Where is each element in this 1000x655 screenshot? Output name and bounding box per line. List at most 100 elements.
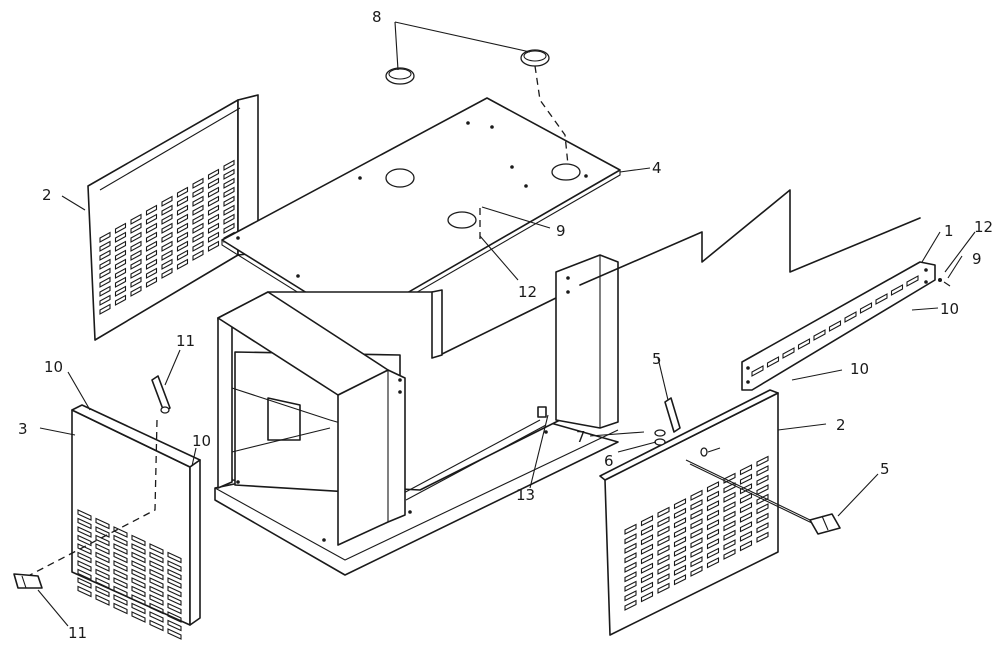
louver-slot — [113, 568, 128, 581]
louver-slot — [690, 489, 703, 501]
left-door-panel — [13, 375, 201, 640]
louver-slot — [130, 267, 142, 279]
callout-3: 3 — [18, 420, 28, 438]
louver-slot — [149, 551, 164, 564]
louver-slot — [114, 267, 127, 279]
louver-slot — [192, 213, 204, 225]
louvers-left-panel — [99, 159, 235, 315]
louver-slot — [739, 492, 753, 504]
louver-slot — [145, 276, 158, 288]
louver-slot — [167, 585, 182, 598]
louver-slot — [77, 517, 92, 530]
louver-slot — [828, 320, 842, 332]
louver-slot — [161, 204, 173, 216]
louver-slot — [673, 564, 687, 576]
louver-slot — [207, 231, 220, 243]
louver-slot — [756, 522, 769, 534]
louver-slot — [99, 294, 111, 306]
louver-slot — [161, 240, 173, 252]
callout-11-bottom: 11 — [68, 624, 87, 642]
louver-slot — [192, 204, 204, 216]
louver-slot — [690, 537, 703, 549]
callout-12-right: 12 — [974, 218, 993, 236]
louver-slot — [657, 563, 670, 575]
louvers-rear-panel — [751, 275, 919, 377]
louver-slot — [657, 506, 670, 518]
louver-slot — [167, 594, 182, 606]
louver-slot — [657, 582, 670, 594]
louver-slot — [149, 594, 164, 606]
louver-slot — [690, 546, 703, 558]
louver-slot — [813, 329, 826, 341]
louver-slot — [723, 520, 736, 532]
louver-slot — [114, 222, 127, 234]
louver-slot — [640, 572, 654, 584]
callout-10-door: 10 — [192, 432, 211, 450]
louver-slot — [167, 577, 182, 589]
louver-slot — [145, 240, 158, 252]
louver-slot — [77, 509, 92, 521]
louver-slot — [223, 204, 235, 216]
louver-slot — [739, 473, 753, 485]
callout-13: 13 — [516, 486, 535, 504]
louver-slot — [77, 551, 92, 564]
louver-slot — [756, 474, 769, 486]
louver-slot — [706, 500, 720, 512]
louver-slot — [113, 534, 128, 547]
louver-slot — [192, 249, 204, 261]
hole-plugs — [385, 49, 569, 166]
louver-slot — [657, 525, 670, 537]
louver-slot — [113, 602, 128, 615]
louver-slot — [131, 534, 146, 547]
louver-slot — [130, 285, 142, 297]
louver-slot — [673, 555, 687, 567]
louver-slot — [624, 542, 637, 554]
louver-slot — [161, 267, 173, 279]
louver-slot — [723, 548, 736, 560]
louver-slot — [161, 222, 173, 234]
louver-slot — [114, 231, 127, 243]
louver-slot — [167, 560, 182, 572]
louver-slot — [176, 195, 189, 207]
louver-slot — [723, 529, 736, 541]
louver-slot — [131, 551, 146, 564]
louver-slot — [640, 515, 654, 527]
louver-slot — [673, 517, 687, 529]
louver-slot — [739, 483, 753, 495]
callout-9-top: 9 — [556, 222, 566, 240]
louver-slot — [95, 577, 110, 589]
louver-slot — [95, 543, 110, 555]
louver-slot — [657, 516, 670, 528]
louvers-right-panel — [624, 455, 769, 611]
louver-slot — [624, 523, 637, 535]
louver-slot — [176, 258, 189, 270]
callout-10-right: 10 — [940, 300, 959, 318]
louver-slot — [756, 465, 769, 477]
louver-slot — [145, 222, 158, 234]
louver-slot — [113, 543, 128, 555]
louver-slot — [114, 285, 127, 297]
louver-slot — [673, 498, 687, 510]
louver-slot — [640, 591, 654, 603]
louver-slot — [130, 276, 142, 288]
louver-slot — [131, 543, 146, 555]
louver-slot — [167, 628, 182, 640]
louver-slot — [223, 222, 235, 234]
louver-slot — [77, 560, 92, 572]
louver-slot — [114, 276, 127, 288]
leader-lines — [37, 21, 976, 627]
louver-slot — [690, 527, 703, 539]
callout-2-left: 2 — [42, 186, 52, 204]
louver-slot — [766, 356, 780, 368]
louver-slot — [756, 531, 769, 543]
louver-slot — [844, 311, 857, 323]
louver-slot — [99, 231, 111, 243]
louver-slot — [223, 195, 235, 207]
callout-7: 7 — [576, 428, 586, 446]
louver-slot — [706, 519, 720, 531]
louver-slot — [131, 560, 146, 572]
louver-slot — [624, 561, 637, 573]
louver-slot — [207, 177, 220, 189]
louver-slot — [223, 159, 235, 171]
